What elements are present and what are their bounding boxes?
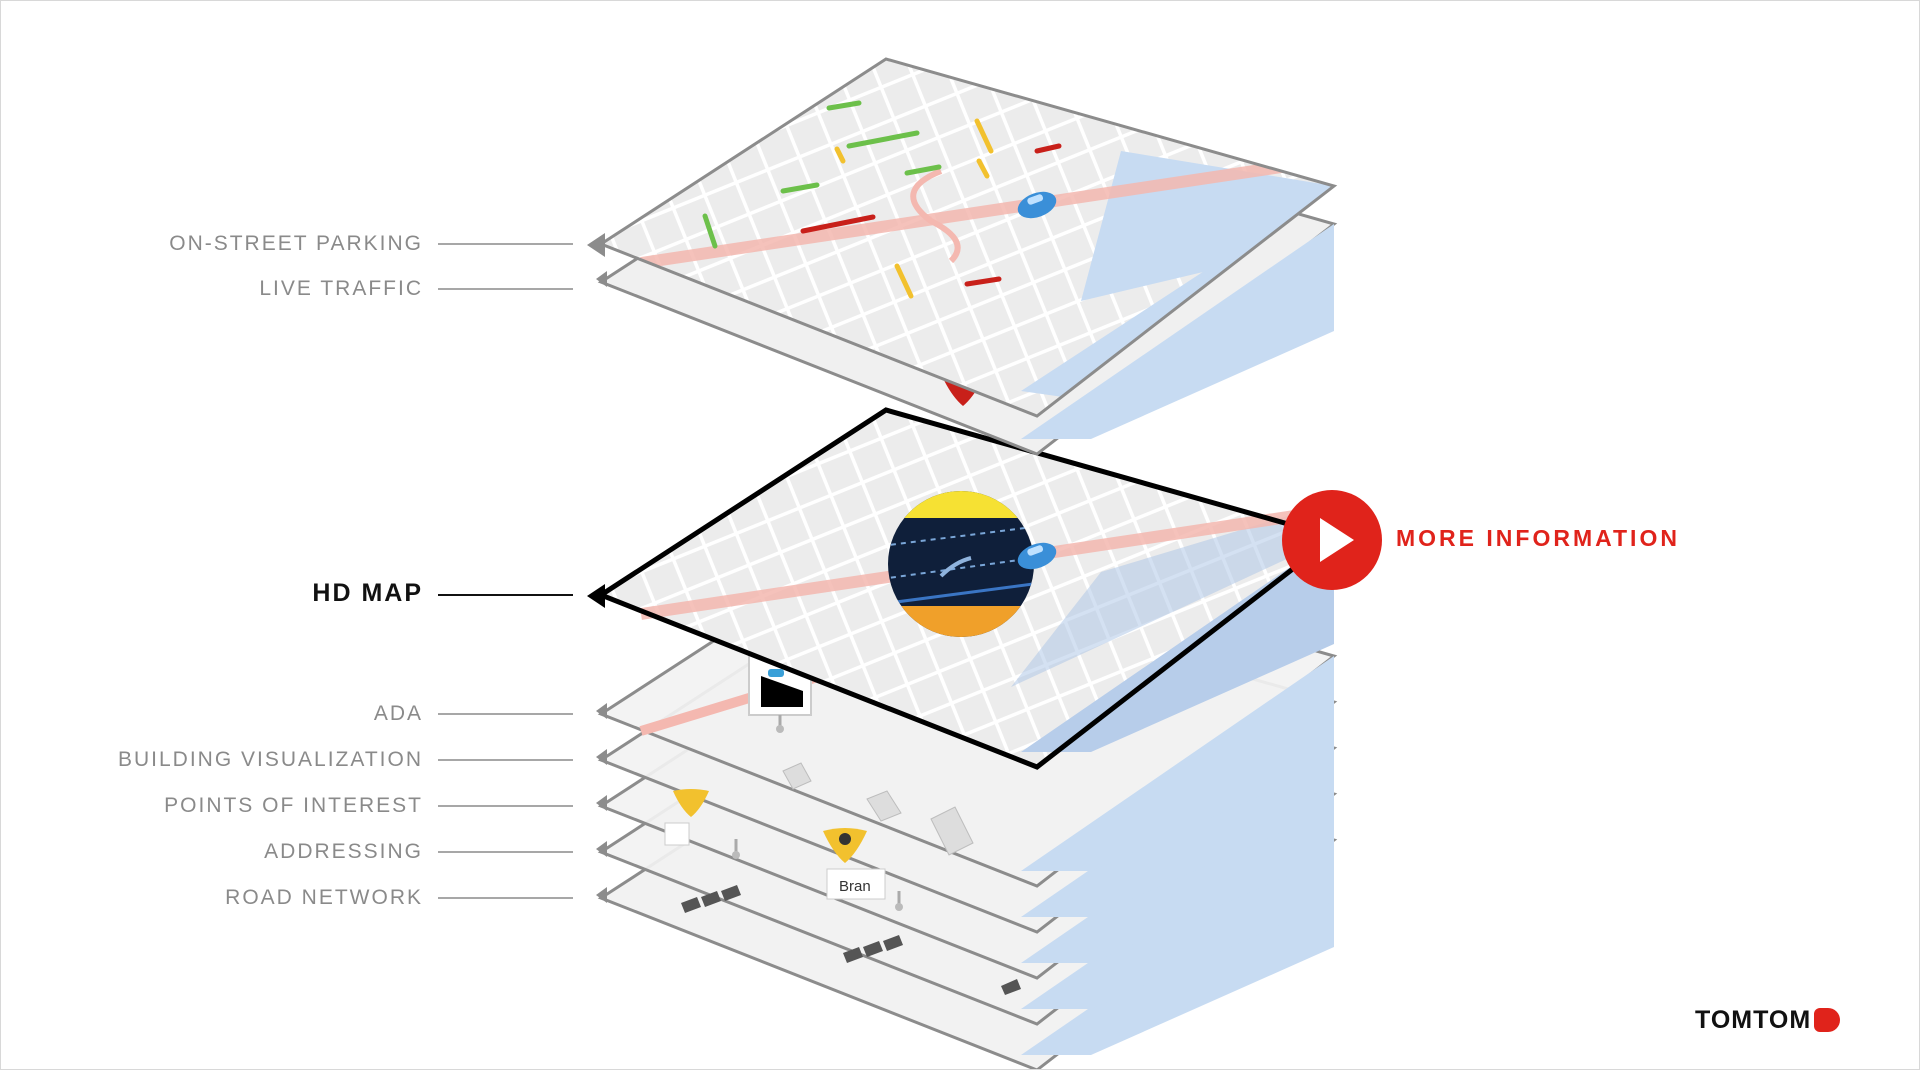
play-icon	[1320, 518, 1354, 562]
address-marker: Bran	[664, 822, 886, 900]
label-on-street-parking: ON-STREET PARKING	[169, 232, 423, 255]
label-building-visualization: BUILDING VISUALIZATION	[118, 748, 423, 771]
label-ada: ADA	[373, 702, 423, 725]
more-information-link[interactable]: MORE INFORMATION	[1396, 525, 1680, 551]
poi-pins	[673, 789, 903, 911]
road-chevron-icons	[681, 885, 1021, 995]
label-hd-map: HD MAP	[312, 579, 423, 607]
tomtom-logo: TOMTOM	[1695, 1004, 1841, 1036]
tomtom-hand-icon	[1814, 1008, 1841, 1032]
vehicle-icon	[1017, 191, 1057, 219]
traffic-segments	[702, 100, 1062, 299]
on-street-parking-layer	[587, 57, 1338, 418]
hd-lane-view-icon	[888, 491, 1057, 637]
leader-lines	[438, 243, 573, 899]
label-points-of-interest: POINTS OF INTEREST	[164, 794, 423, 817]
label-road-network: ROAD NETWORK	[225, 886, 423, 909]
brand-wordmark: TOMTOM	[1695, 1005, 1812, 1034]
label-addressing: ADDRESSING	[264, 840, 423, 863]
label-live-traffic: LIVE TRAFFIC	[259, 277, 423, 300]
building-blocks	[782, 762, 974, 856]
vehicle-icon	[1017, 542, 1057, 570]
poi-name-label: Bran	[839, 878, 871, 895]
more-information-button[interactable]	[1282, 490, 1382, 590]
